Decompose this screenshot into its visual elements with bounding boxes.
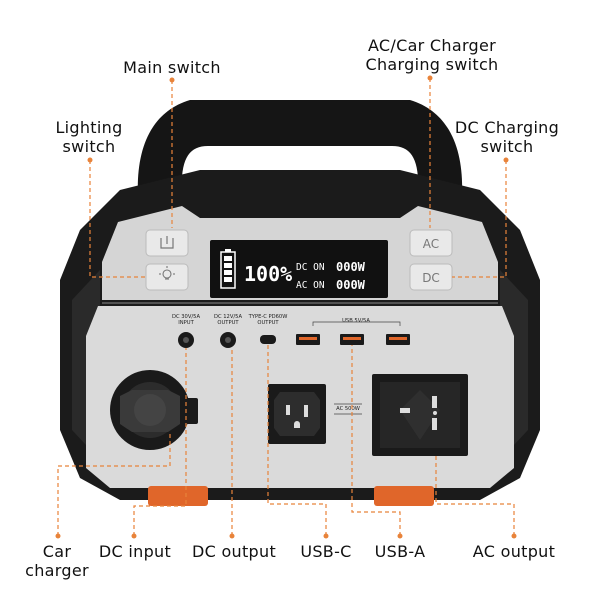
carry-handle [137,100,463,196]
lcd-battery-percent: 100% [244,262,292,286]
lcd-ac-value: 000W [336,278,366,292]
universal-ac-outlet [372,374,468,456]
dc-input-callout: DC input [98,542,172,561]
car-charger-callout: Car charger [25,542,89,580]
main-switch-callout: Main switch [123,58,221,77]
car-charger-socket [110,370,198,450]
ac-output-callout: AC output [472,542,556,561]
lcd-ac-label: AC ON [296,280,325,291]
usb-c-callout: USB-C [300,542,352,561]
battery-icon [220,249,236,289]
power-icon [160,236,174,249]
us-ac-outlet [268,384,326,444]
dc-charging-switch-callout: DC Charging switch [454,118,560,156]
dc-output-port [220,332,236,348]
dc-input-port [178,332,194,348]
lcd-screen [210,240,388,298]
ac-car-charger-callout: AC/Car Charger Charging switch [365,36,499,74]
dc-button-label: DC [422,271,440,285]
lighting-button [145,263,189,291]
ac-button-label: AC [423,237,439,251]
light-bulb-icon [159,266,175,280]
right-foot [374,486,434,506]
usb-a-callout: USB-A [374,542,426,561]
usb-port-label: USB 5V/5A [342,318,370,324]
dc-output-callout: DC output [191,542,277,561]
left-foot [148,486,208,506]
lcd-dc-value: 000W [336,260,366,274]
ac-rating-label: AC 500W [336,406,360,412]
ac-button [409,229,453,257]
leader-lines [55,75,517,539]
usb-c-port [260,335,276,344]
lighting-switch-callout: Lighting switch [55,118,123,156]
lcd-dc-label: DC ON [296,262,325,273]
